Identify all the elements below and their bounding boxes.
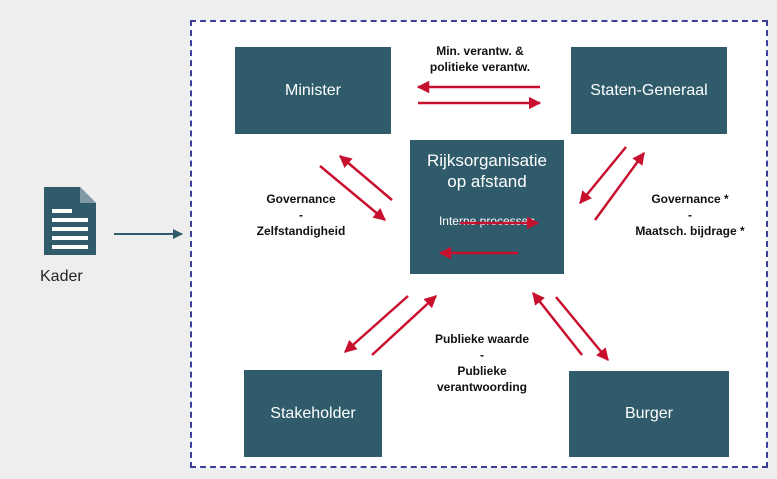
label-governance-right: Governance * - Maatsch. bijdrage * (627, 191, 753, 239)
arrow-stakeholder-to-center (371, 295, 437, 356)
rijksorganisatie-box: Rijksorganisatie op afstand Interne proc… (410, 140, 564, 274)
arrow-center-up-left (339, 155, 393, 201)
kader-label: Kader (40, 268, 83, 285)
label-governance-left: Governance - Zelfstandigheid (246, 191, 356, 239)
label-min-verantw-line1: Min. verantw. & (436, 44, 524, 58)
stakeholder-box: Stakeholder (244, 370, 382, 457)
burger-box: Burger (569, 371, 729, 457)
arrow-center-to-burger (555, 296, 609, 361)
burger-label: Burger (624, 405, 674, 422)
arrow-sg-down (579, 146, 627, 204)
minister-box: Minister (235, 47, 391, 134)
staten-generaal-label: Staten-Generaal (590, 81, 708, 99)
arrow-center-up-right (593, 151, 646, 221)
label-publieke-waarde-line4: verantwoording (436, 380, 527, 394)
label-governance-left-line1: Governance (266, 192, 336, 206)
label-governance-left-line3: Zelfstandigheid (256, 224, 346, 238)
rijksorganisatie-title: Rijksorganisatie op afstand (427, 150, 547, 192)
label-publieke-waarde-line2: - (480, 348, 484, 362)
minister-label: Minister (284, 81, 341, 99)
label-publieke-waarde: Publieke waarde - Publieke verantwoordin… (424, 331, 540, 395)
label-governance-left-line2: - (299, 208, 303, 222)
stakeholder-label: Stakeholder (270, 404, 356, 422)
label-governance-right-line2: - (688, 208, 692, 222)
arrow-minister-down (319, 165, 386, 221)
label-governance-right-line1: Governance * (651, 192, 729, 206)
interne-processen-label: Interne processen (438, 214, 536, 228)
arrow-burger-to-center (532, 292, 583, 356)
rijksorganisatie-title-line1: Rijksorganisatie (427, 151, 547, 170)
label-publieke-waarde-line3: Publieke (457, 364, 507, 378)
label-min-verantw-line2: politieke verantw. (429, 60, 531, 74)
label-publieke-waarde-line1: Publieke waarde (434, 332, 530, 346)
label-min-verantw: Min. verantw. & politieke verantw. (418, 43, 542, 75)
label-governance-right-line3: Maatsch. bijdrage * (635, 224, 745, 238)
staten-generaal-box: Staten-Generaal (571, 47, 727, 134)
arrow-center-to-stakeholder (344, 295, 409, 353)
document-icon (44, 187, 96, 255)
rijksorganisatie-title-line2: op afstand (447, 172, 527, 191)
